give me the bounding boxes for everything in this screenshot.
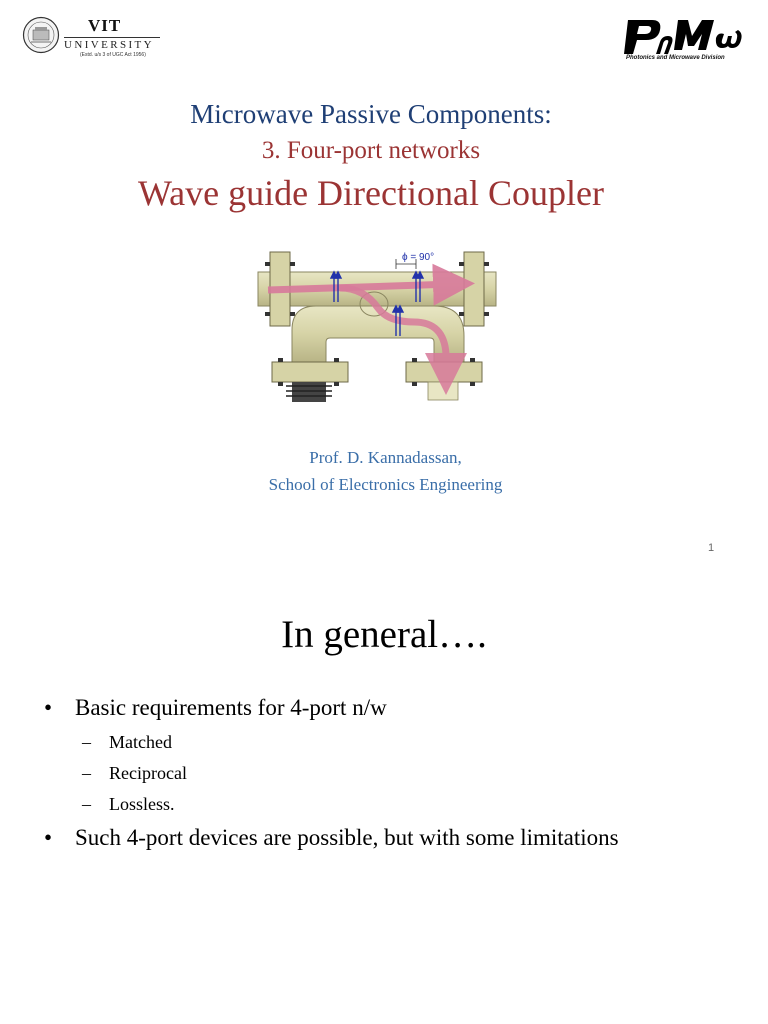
photonics-microwave-logo: Photonics and Microwave Division: [622, 14, 748, 64]
main-flow-arrow: [267, 263, 475, 306]
bullet-item: • Basic requirements for 4-port n/w: [44, 695, 387, 721]
coupling-hole: [359, 291, 389, 317]
directional-coupler-diagram: ϕ = 90°: [257, 251, 497, 402]
sub-bullet-text: Lossless.: [109, 794, 175, 814]
bullet-text: Such 4-port devices are possible, but wi…: [75, 825, 619, 850]
author-department: School of Electronics Engineering: [268, 475, 503, 494]
bullet-text: Basic requirements for 4-port n/w: [75, 695, 387, 720]
content-slide: In general…. • Basic requirements for 4-p…: [0, 575, 768, 1024]
bullet-marker: •: [44, 695, 53, 720]
flange-right: [463, 251, 485, 327]
coupled-flow-arrow: [339, 284, 467, 395]
sub-bullet-item: –Lossless.: [82, 794, 175, 815]
matched-load-icon: [286, 382, 332, 402]
phase-label: ϕ = 90°: [402, 252, 434, 263]
vit-seal-icon: [22, 16, 60, 54]
vit-university-logo: VIT UNIVERSITY (Estd. u/s 3 of UGC Act 1…: [22, 14, 162, 58]
author-name: Prof. D. Kannadassan,: [309, 448, 462, 467]
vit-estd-text: (Estd. u/s 3 of UGC Act 1956): [80, 52, 146, 58]
sub-bullet-text: Matched: [109, 732, 172, 752]
bullet-marker: •: [44, 825, 53, 850]
vit-wordmark: VIT: [88, 16, 122, 35]
slide-number: 1: [708, 542, 715, 554]
slide-title-section: 3. Four-port networks: [261, 137, 481, 164]
sub-bullet-item: –Reciprocal: [82, 763, 187, 784]
slide-title-main: Wave guide Directional Coupler: [138, 173, 604, 213]
slide-title-topic: Microwave Passive Components:: [190, 99, 552, 129]
pmw-symbol-icon: [624, 20, 742, 54]
slide-title: In general….: [281, 613, 487, 656]
bullet-item: • Such 4-port devices are possible, but w…: [44, 825, 619, 851]
sub-bullet-item: –Matched: [82, 732, 172, 753]
flange-bottom-left: [271, 361, 349, 383]
vit-divider: [64, 37, 160, 38]
dash-marker: –: [82, 732, 91, 752]
sub-bullet-text: Reciprocal: [109, 763, 187, 783]
dash-marker: –: [82, 763, 91, 783]
pmw-caption: Photonics and Microwave Division: [626, 55, 725, 61]
dash-marker: –: [82, 794, 91, 814]
field-arrows-icon: [329, 270, 425, 336]
vit-university-text: UNIVERSITY: [64, 39, 154, 51]
title-slide: VIT UNIVERSITY (Estd. u/s 3 of UGC Act 1…: [22, 14, 748, 554]
phase-dimension: ϕ = 90°: [395, 252, 434, 269]
